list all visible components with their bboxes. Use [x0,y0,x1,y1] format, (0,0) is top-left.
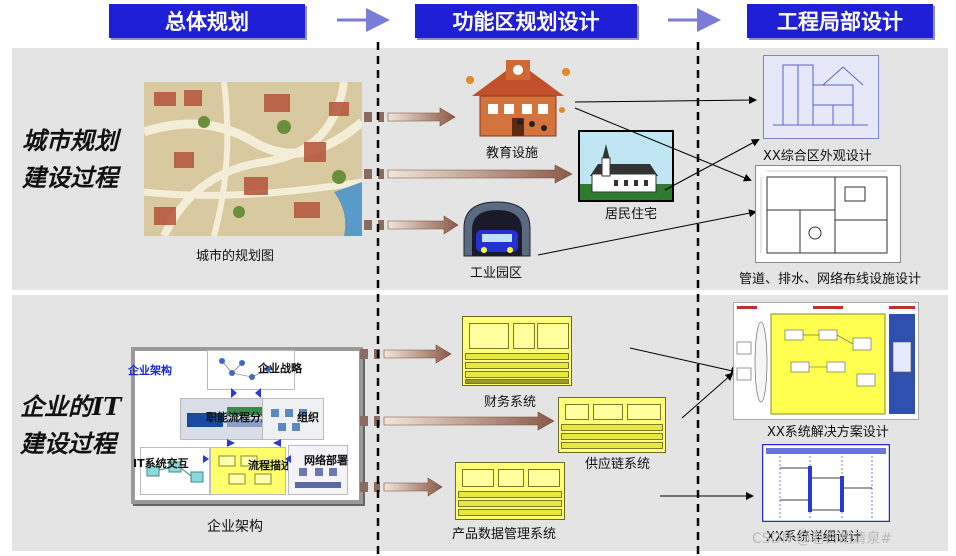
ea-architecture-title: 企业架构 [128,364,172,377]
detail-design-caption: XX系统详细设计 [766,530,862,545]
city-row-label-line1: 城市规划 [22,126,118,155]
ea-connector-arrows [203,388,291,463]
ea-organization-thumbnail [262,398,324,440]
ea-network-label: 网络部署 [304,454,348,467]
line-finance-solution [629,347,739,375]
ea-process-desc-thumbnail [210,447,286,495]
enterprise-architecture-caption: 企业架构 [207,519,263,535]
city-row-label: 城市规划 建设过程 [22,122,118,196]
school-icon [466,60,570,137]
ea-it-thumbnail [140,447,210,495]
exterior-design-image [763,55,879,139]
education-caption: 教育设施 [486,146,539,161]
enterprise-row-label-line2: 建设过程 [20,429,116,458]
supply-chain-system-diagram [558,397,666,453]
header-engineering-design: 工程局部设计 [747,4,933,38]
city-map-image [144,82,362,236]
finance-system-diagram [462,316,572,386]
header-overall-planning: 总体规划 [109,4,305,38]
ea-network-thumbnail [288,445,348,495]
ea-process-desc-label: 流程描述 [248,459,292,472]
header-arrows [337,8,721,32]
city-arrows [364,107,573,235]
solution-design-image [733,302,919,420]
enterprise-row-label-line1: 企业的IT [20,392,122,421]
pdm-system-diagram [455,462,565,520]
residential-caption: 居民住宅 [605,207,658,222]
ea-strategy-label: 企业战略 [258,362,302,375]
supply-chain-caption: 供应链系统 [585,457,651,472]
pdm-system-caption: 产品数据管理系统 [452,527,557,542]
pipeline-design-caption: 管道、排水、网络布线设施设计 [739,272,922,287]
header-functional-design: 功能区规划设计 [415,4,637,38]
ea-process-label: 职能流程分解 [206,411,272,424]
city-connector-lines [537,96,760,256]
finance-system-caption: 财务系统 [484,395,537,410]
enterprise-row-label: 企业的IT 建设过程 [20,388,121,462]
ea-organization-label: 组织 [297,411,319,424]
industrial-caption: 工业园区 [470,266,523,281]
line-industrial-pipeline [537,209,757,256]
exterior-design-caption: XX综合区外观设计 [763,149,872,164]
arrow-to-pdm [360,477,443,497]
detail-design-image [762,444,890,522]
ea-it-label: IT系统交互 [133,457,189,470]
pipeline-design-image [755,165,901,263]
arrow-to-industrial [364,215,459,235]
line-education-exterior [574,96,757,105]
residential-icon [578,130,674,202]
solution-design-caption: XX系统解决方案设计 [767,425,889,440]
line-residential-exterior [664,139,760,191]
line-supply-solution [681,372,734,419]
enterprise-connector-lines [629,347,754,500]
arrow-to-residential [364,164,573,184]
ea-strategy-thumbnail [207,350,295,390]
city-row-label-line2: 建设过程 [22,163,118,192]
watermark: CSDN @老白胡清泉# [752,531,893,547]
city-map-caption: 城市的规划图 [196,249,275,264]
line-education-pipeline [574,107,752,182]
arrow-to-education [364,107,456,127]
industrial-icon [463,201,531,257]
